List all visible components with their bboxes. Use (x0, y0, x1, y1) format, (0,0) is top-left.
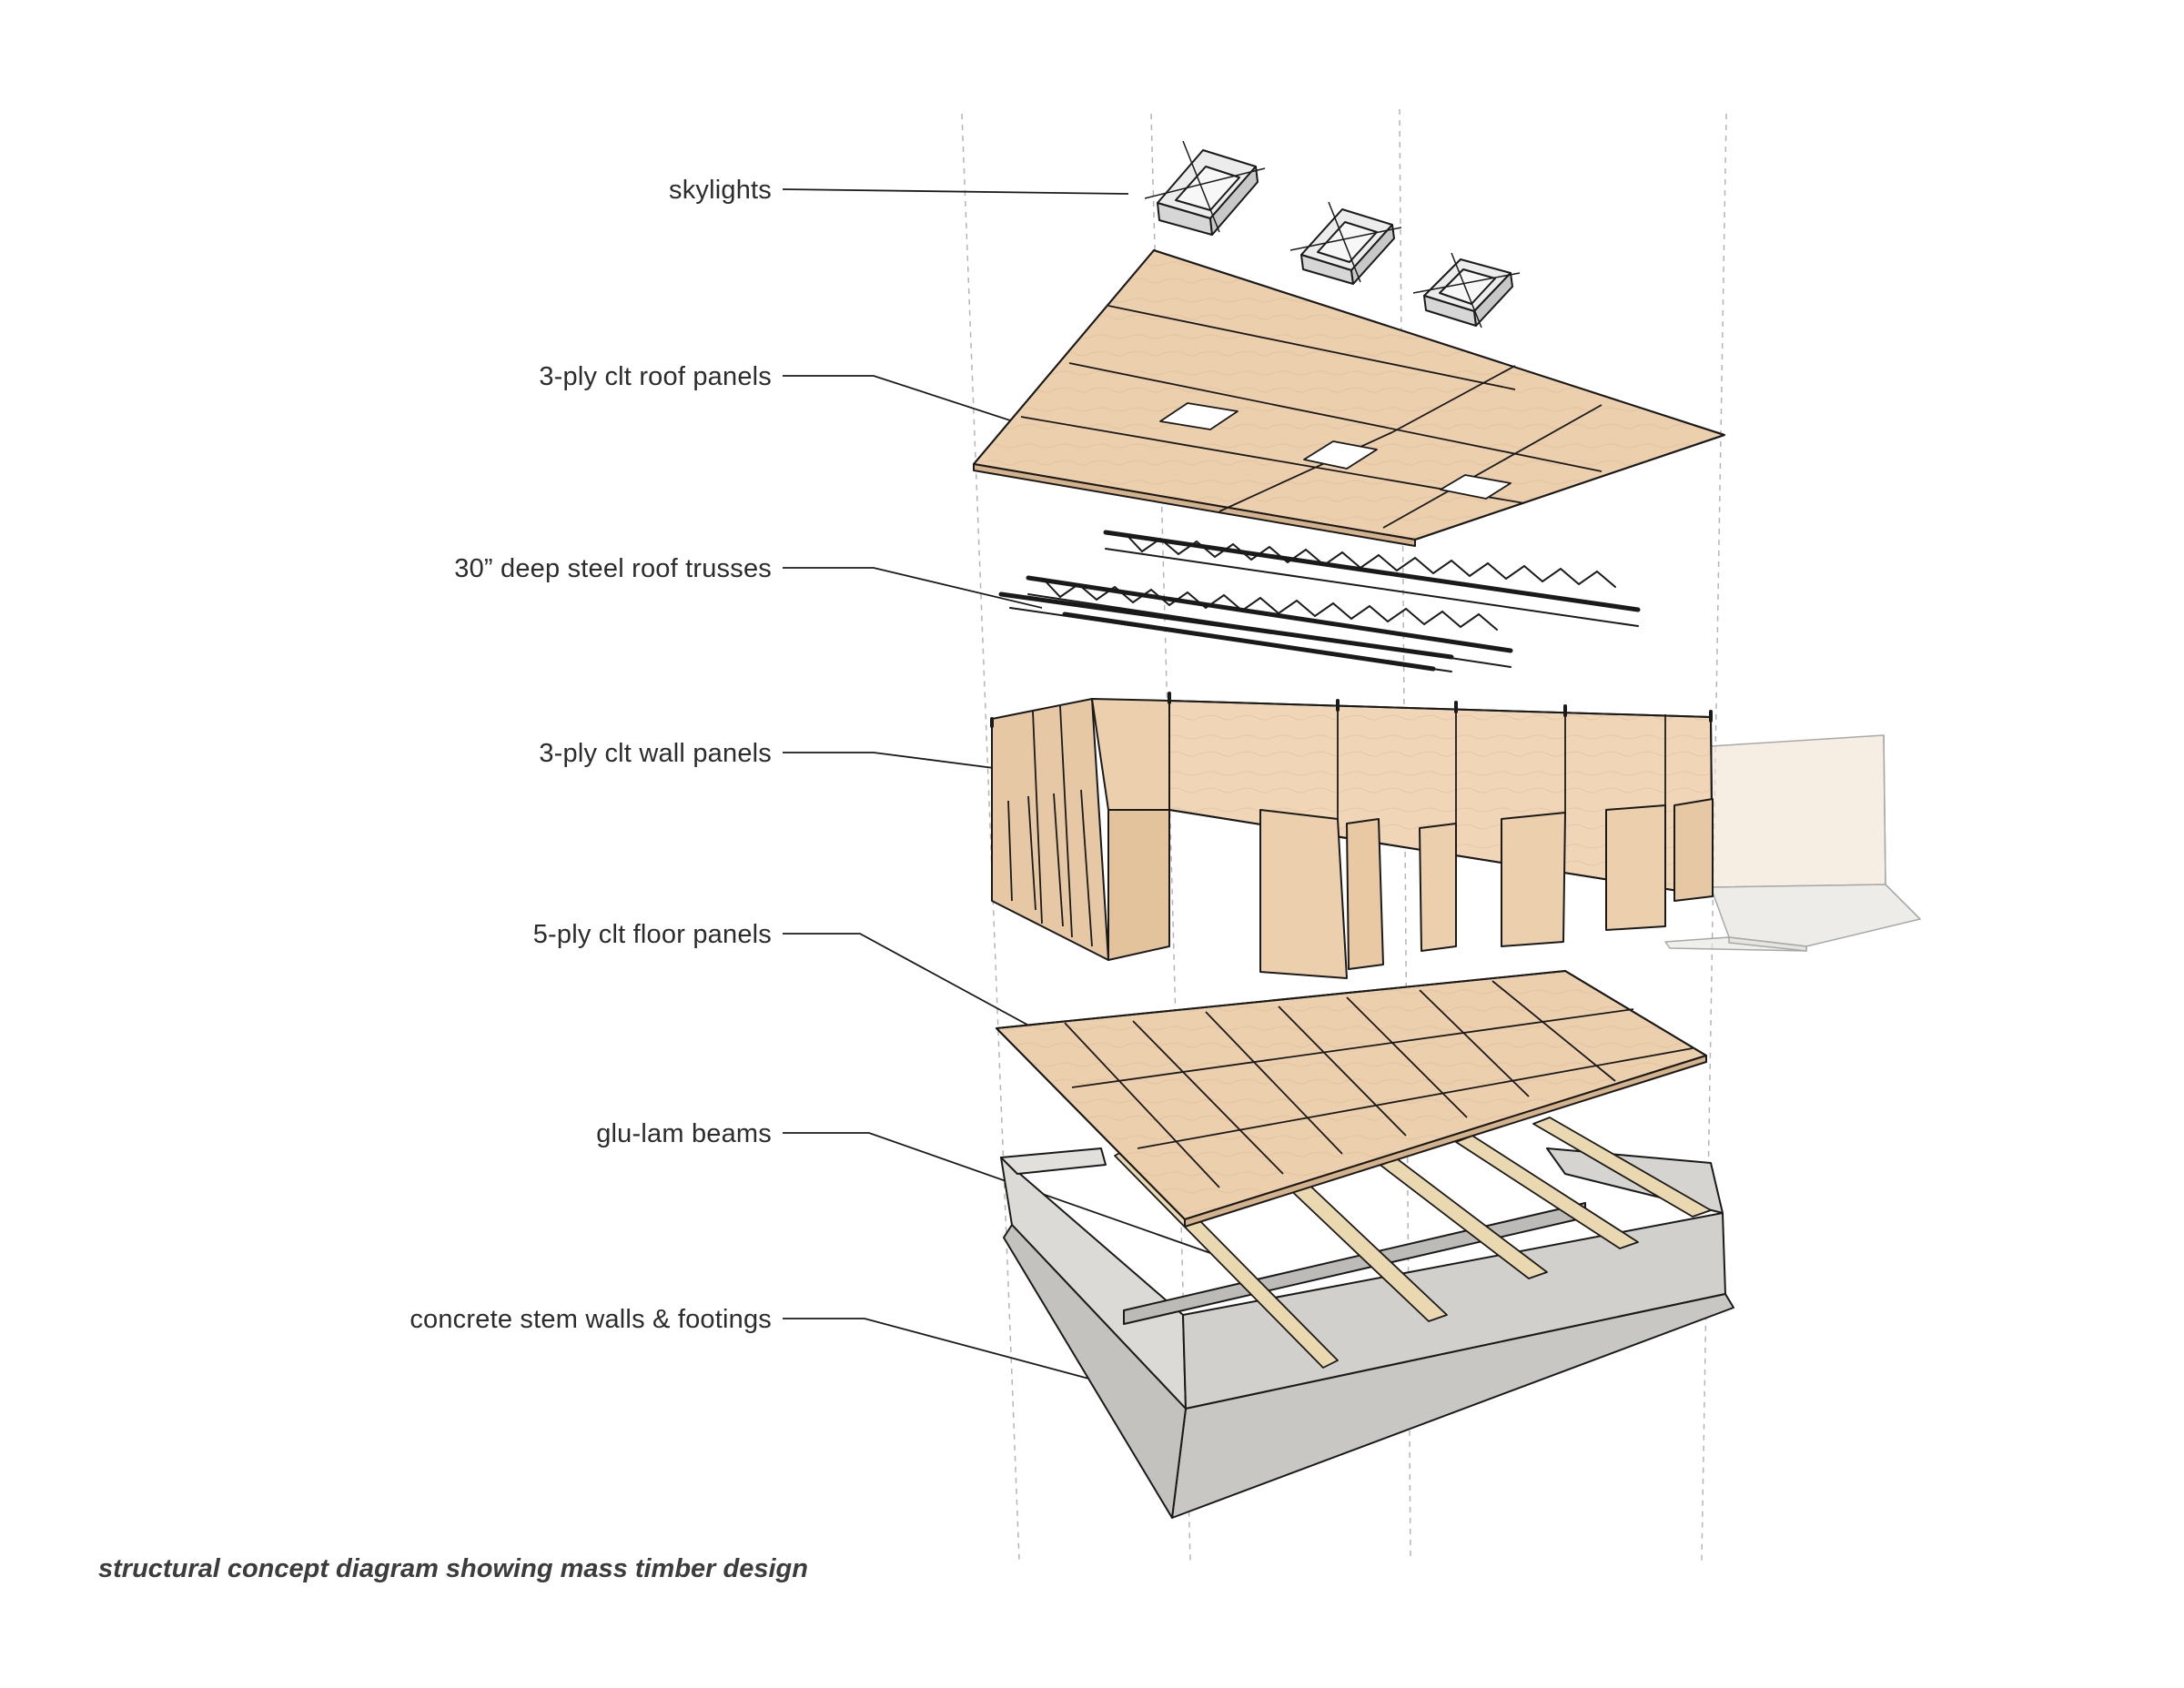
floor-panels (996, 970, 1707, 1228)
label-skylights: skylights (669, 176, 772, 205)
leader-stem-walls (783, 1318, 1134, 1391)
label-roof-trusses: 30” deep steel roof trusses (454, 554, 772, 583)
leader-wall-panels (783, 752, 1023, 773)
skylight-2 (1289, 201, 1402, 285)
label-stem-walls: concrete stem walls & footings (410, 1305, 772, 1334)
roof-skylight-openings (1159, 402, 1512, 500)
roof-trusses (998, 530, 1641, 672)
figure-caption: structural concept diagram showing mass … (98, 1554, 808, 1583)
leader-roof-trusses (783, 567, 1043, 609)
leader-roof-panels (783, 375, 1050, 434)
skylight-3 (1412, 252, 1521, 329)
leader-floor-panels (783, 933, 1088, 1058)
label-floor-panels: 5-ply clt floor panels (532, 920, 772, 949)
skylight-1 (1144, 140, 1266, 236)
leader-glulam-beams (783, 1132, 1211, 1254)
leader-lines (782, 188, 1211, 1391)
label-wall-panels: 3-ply clt wall panels (539, 739, 772, 768)
wall-panels (990, 692, 1714, 979)
concrete-stem-walls-footings (1000, 1147, 1734, 1519)
leader-skylights (782, 188, 1129, 195)
label-roof-panels: 3-ply clt roof panels (539, 362, 772, 391)
adjacent-structure (1664, 734, 1921, 952)
roof-panels (973, 249, 1725, 547)
label-glulam-beams: glu-lam beams (596, 1119, 772, 1148)
skylights (1144, 140, 1521, 329)
